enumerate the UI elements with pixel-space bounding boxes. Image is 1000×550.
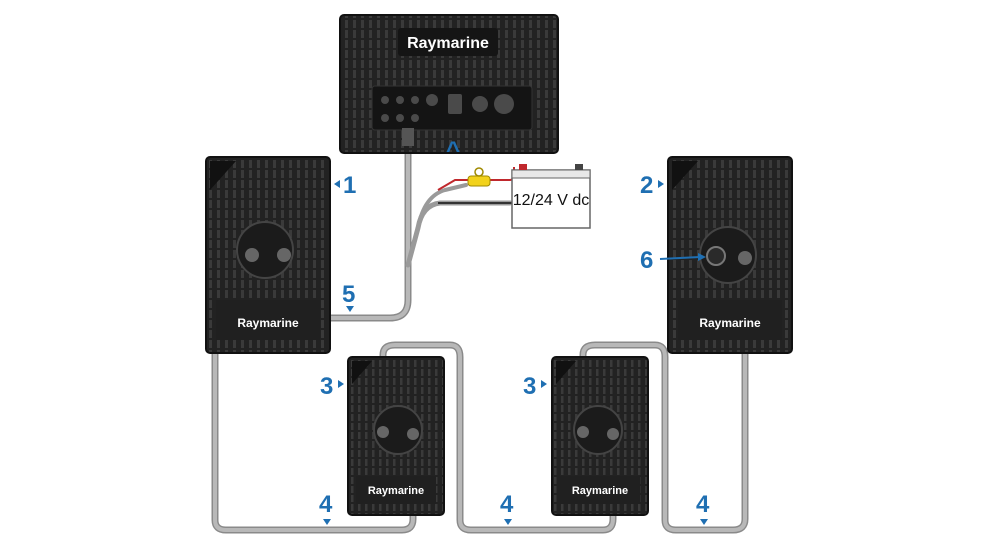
callout-4-middle-arrow: [504, 519, 512, 525]
callout-6-leader: [659, 256, 701, 260]
module-3b-brand-logo: Raymarine: [572, 485, 628, 497]
module-3a: Raymarine: [347, 356, 445, 516]
module-2-brand-logo: Raymarine: [699, 316, 761, 330]
callout-4-right-arrow: [700, 519, 708, 525]
display-marker: ^: [446, 137, 460, 164]
inline-fuse: [467, 167, 491, 187]
callout-6-arrow: [698, 253, 706, 261]
module-1-brand-logo: Raymarine: [237, 316, 299, 330]
module-3b: Raymarine: [551, 356, 649, 516]
callout-3-right-arrow: [541, 380, 547, 388]
callout-3-left-arrow: [338, 380, 344, 388]
callout-4-middle: 4: [500, 491, 514, 518]
callout-5-arrow: [346, 306, 354, 312]
callout-4-left-arrow: [323, 519, 331, 525]
callout-4-right: 4: [696, 491, 710, 518]
display-connector-panel: [381, 94, 514, 122]
module-2-unused-port: [706, 246, 726, 266]
callout-6: 6: [640, 247, 653, 274]
callout-3-right: 3: [523, 373, 536, 400]
module-2: Raymarine: [667, 156, 793, 354]
callout-3-left: 3: [320, 373, 333, 400]
callouts: 1 2 3 3 4 4 4 5 6: [319, 172, 710, 525]
callout-1: 1: [343, 172, 356, 199]
battery-voltage-label: 12/24 V dc: [513, 192, 590, 209]
callout-4-left: 4: [319, 491, 333, 518]
module-1: Raymarine: [205, 156, 331, 354]
callout-5: 5: [342, 281, 355, 308]
callout-2-arrow: [658, 180, 664, 188]
callout-2: 2: [640, 172, 653, 199]
display-cable-connector: [402, 128, 414, 146]
display-unit: Raymarine: [339, 14, 559, 154]
callout-1-arrow: [334, 180, 340, 188]
battery: 12/24 V dc: [511, 164, 591, 229]
module-3a-brand-logo: Raymarine: [368, 485, 424, 497]
display-brand-logo: Raymarine: [407, 35, 489, 52]
